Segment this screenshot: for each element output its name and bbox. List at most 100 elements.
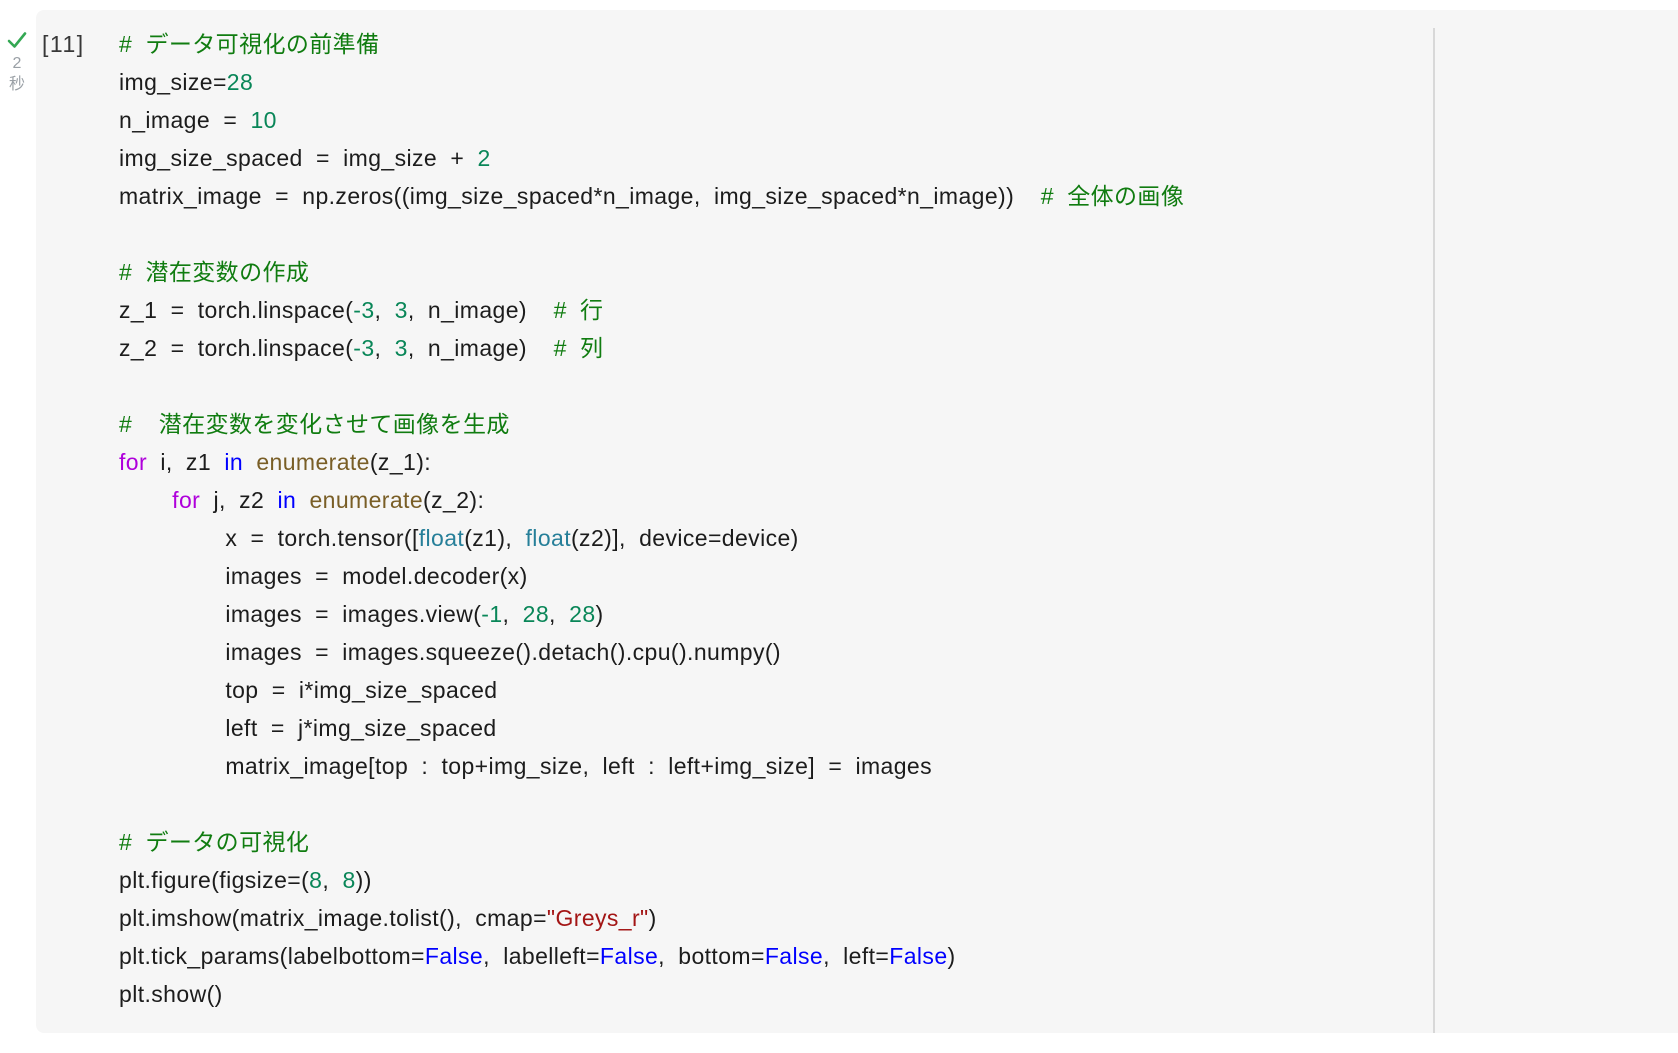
- code-line[interactable]: matrix_image = np.zeros((img_size_spaced…: [119, 177, 1428, 215]
- code-token-keyword2: in: [277, 487, 297, 513]
- code-line[interactable]: # データの可視化: [119, 823, 1428, 861]
- code-line[interactable]: top = i*img_size_spaced: [119, 671, 1428, 709]
- code-line[interactable]: for j, z2 in enumerate(z_2):: [119, 481, 1428, 519]
- code-token-comment: # 列: [553, 335, 604, 361]
- code-token-plain: img_size_spaced = img_size +: [119, 145, 478, 171]
- code-token-plain: n_image =: [119, 107, 251, 133]
- code-token-keyword2: False: [424, 943, 484, 969]
- code-token-number: 10: [250, 107, 277, 133]
- code-token-plain: plt.figure(figsize=(: [119, 867, 310, 893]
- code-token-builtin: float: [525, 525, 571, 551]
- code-token-plain: ): [648, 905, 657, 931]
- code-line[interactable]: for i, z1 in enumerate(z_1):: [119, 443, 1428, 481]
- code-token-keyword2: False: [889, 943, 948, 969]
- code-token-plain: , n_image): [407, 297, 554, 323]
- code-token-plain: )): [355, 867, 372, 893]
- code-token-plain: images = model.decoder(x): [119, 563, 528, 589]
- code-token-plain: plt.tick_params(labelbottom=: [119, 943, 425, 969]
- code-token-plain: [119, 487, 172, 513]
- code-token-plain: top = i*img_size_spaced: [119, 677, 498, 703]
- code-line[interactable]: images = images.view(-1, 28, 28): [119, 595, 1428, 633]
- code-token-string: "Greys_r": [546, 905, 649, 931]
- code-token-plain: z_1 = torch.linspace(: [119, 297, 354, 323]
- code-token-plain: (z_1):: [369, 449, 432, 475]
- code-token-comment: # 行: [553, 297, 604, 323]
- code-line[interactable]: n_image = 10: [119, 101, 1428, 139]
- code-token-number: 28: [569, 601, 596, 627]
- code-token-comment: # 潜在変数の作成: [119, 259, 310, 285]
- code-token-number: 3: [394, 297, 408, 323]
- code-token-plain: x = torch.tensor([: [119, 525, 419, 551]
- code-line[interactable]: x = torch.tensor([float(z1), float(z2)],…: [119, 519, 1428, 557]
- code-token-plain: img_size=: [119, 69, 227, 95]
- code-line[interactable]: images = model.decoder(x): [119, 557, 1428, 595]
- code-token-number: 8: [309, 867, 323, 893]
- code-token-plain: images = images.squeeze().detach().cpu()…: [119, 639, 781, 665]
- code-token-plain: plt.imshow(matrix_image.tolist(), cmap=: [119, 905, 547, 931]
- cell-execution-count[interactable]: [11]: [42, 31, 85, 57]
- code-line[interactable]: [119, 215, 1428, 253]
- code-token-plain: , left=: [823, 943, 890, 969]
- code-token-plain: i, z1: [147, 449, 225, 475]
- code-token-comment: # データ可視化の前準備: [119, 31, 380, 57]
- code-line[interactable]: plt.figure(figsize=(8, 8)): [119, 861, 1428, 899]
- code-token-number: 28: [226, 69, 254, 95]
- code-token-plain: images = images.view(: [119, 601, 482, 627]
- code-token-keyword2: False: [599, 943, 659, 969]
- cell-run-gutter: 2 秒: [0, 28, 34, 94]
- code-token-number: -1: [481, 601, 503, 627]
- code-token-function: enumerate: [256, 449, 370, 475]
- code-token-plain: (z2)], device=device): [571, 525, 799, 551]
- code-line[interactable]: matrix_image[top : top+img_size, left : …: [119, 747, 1428, 785]
- code-line[interactable]: [119, 785, 1428, 823]
- code-line[interactable]: [119, 367, 1428, 405]
- code-token-plain: j, z2: [200, 487, 278, 513]
- code-token-keyword: for: [172, 487, 201, 513]
- code-line[interactable]: # 潜在変数の作成: [119, 253, 1428, 291]
- code-token-keyword2: in: [224, 449, 244, 475]
- code-token-plain: matrix_image = np.zeros((img_size_spaced…: [119, 183, 1041, 209]
- code-token-plain: matrix_image[top : top+img_size, left : …: [119, 753, 933, 779]
- code-line[interactable]: z_2 = torch.linspace(-3, 3, n_image) # 列: [119, 329, 1428, 367]
- code-line[interactable]: # データ可視化の前準備: [119, 25, 1428, 63]
- code-token-plain: ,: [549, 601, 570, 627]
- code-token-plain: (z_2):: [423, 487, 485, 513]
- code-token-plain: left = j*img_size_spaced: [119, 715, 497, 741]
- code-token-plain: ): [947, 943, 956, 969]
- code-token-plain: (z1),: [464, 525, 526, 551]
- code-token-number: 3: [394, 335, 408, 361]
- code-line[interactable]: img_size=28: [119, 63, 1428, 101]
- code-token-keyword: for: [119, 449, 148, 475]
- execution-time-unit: 秒: [8, 76, 25, 93]
- code-token-comment: # 潜在変数を変化させて画像を生成: [119, 411, 510, 437]
- code-token-plain: z_2 = torch.linspace(: [119, 335, 354, 361]
- code-token-keyword2: False: [764, 943, 824, 969]
- code-token-plain: ,: [374, 297, 395, 323]
- code-line[interactable]: z_1 = torch.linspace(-3, 3, n_image) # 行: [119, 291, 1428, 329]
- code-line[interactable]: # 潜在変数を変化させて画像を生成: [119, 405, 1428, 443]
- execution-time-value: 2: [12, 55, 22, 72]
- editor-ruler-line: [1433, 28, 1435, 1033]
- code-token-plain: ,: [322, 867, 343, 893]
- code-token-plain: ,: [374, 335, 395, 361]
- code-token-function: enumerate: [309, 487, 424, 513]
- code-line[interactable]: images = images.squeeze().detach().cpu()…: [119, 633, 1428, 671]
- code-line[interactable]: left = j*img_size_spaced: [119, 709, 1428, 747]
- code-token-number: 2: [477, 145, 491, 171]
- success-check-icon: [7, 32, 27, 48]
- code-line[interactable]: img_size_spaced = img_size + 2: [119, 139, 1428, 177]
- code-token-plain: [296, 487, 309, 513]
- code-token-number: -3: [353, 335, 375, 361]
- code-token-plain: , n_image): [407, 335, 554, 361]
- code-line[interactable]: plt.imshow(matrix_image.tolist(), cmap="…: [119, 899, 1428, 937]
- code-token-plain: plt.show(): [119, 981, 223, 1007]
- code-token-number: 28: [522, 601, 550, 627]
- code-line[interactable]: plt.tick_params(labelbottom=False, label…: [119, 937, 1428, 975]
- code-token-plain: ): [595, 601, 604, 627]
- code-token-plain: , labelleft=: [483, 943, 600, 969]
- code-token-number: 8: [342, 867, 356, 893]
- code-line[interactable]: plt.show(): [119, 975, 1428, 1013]
